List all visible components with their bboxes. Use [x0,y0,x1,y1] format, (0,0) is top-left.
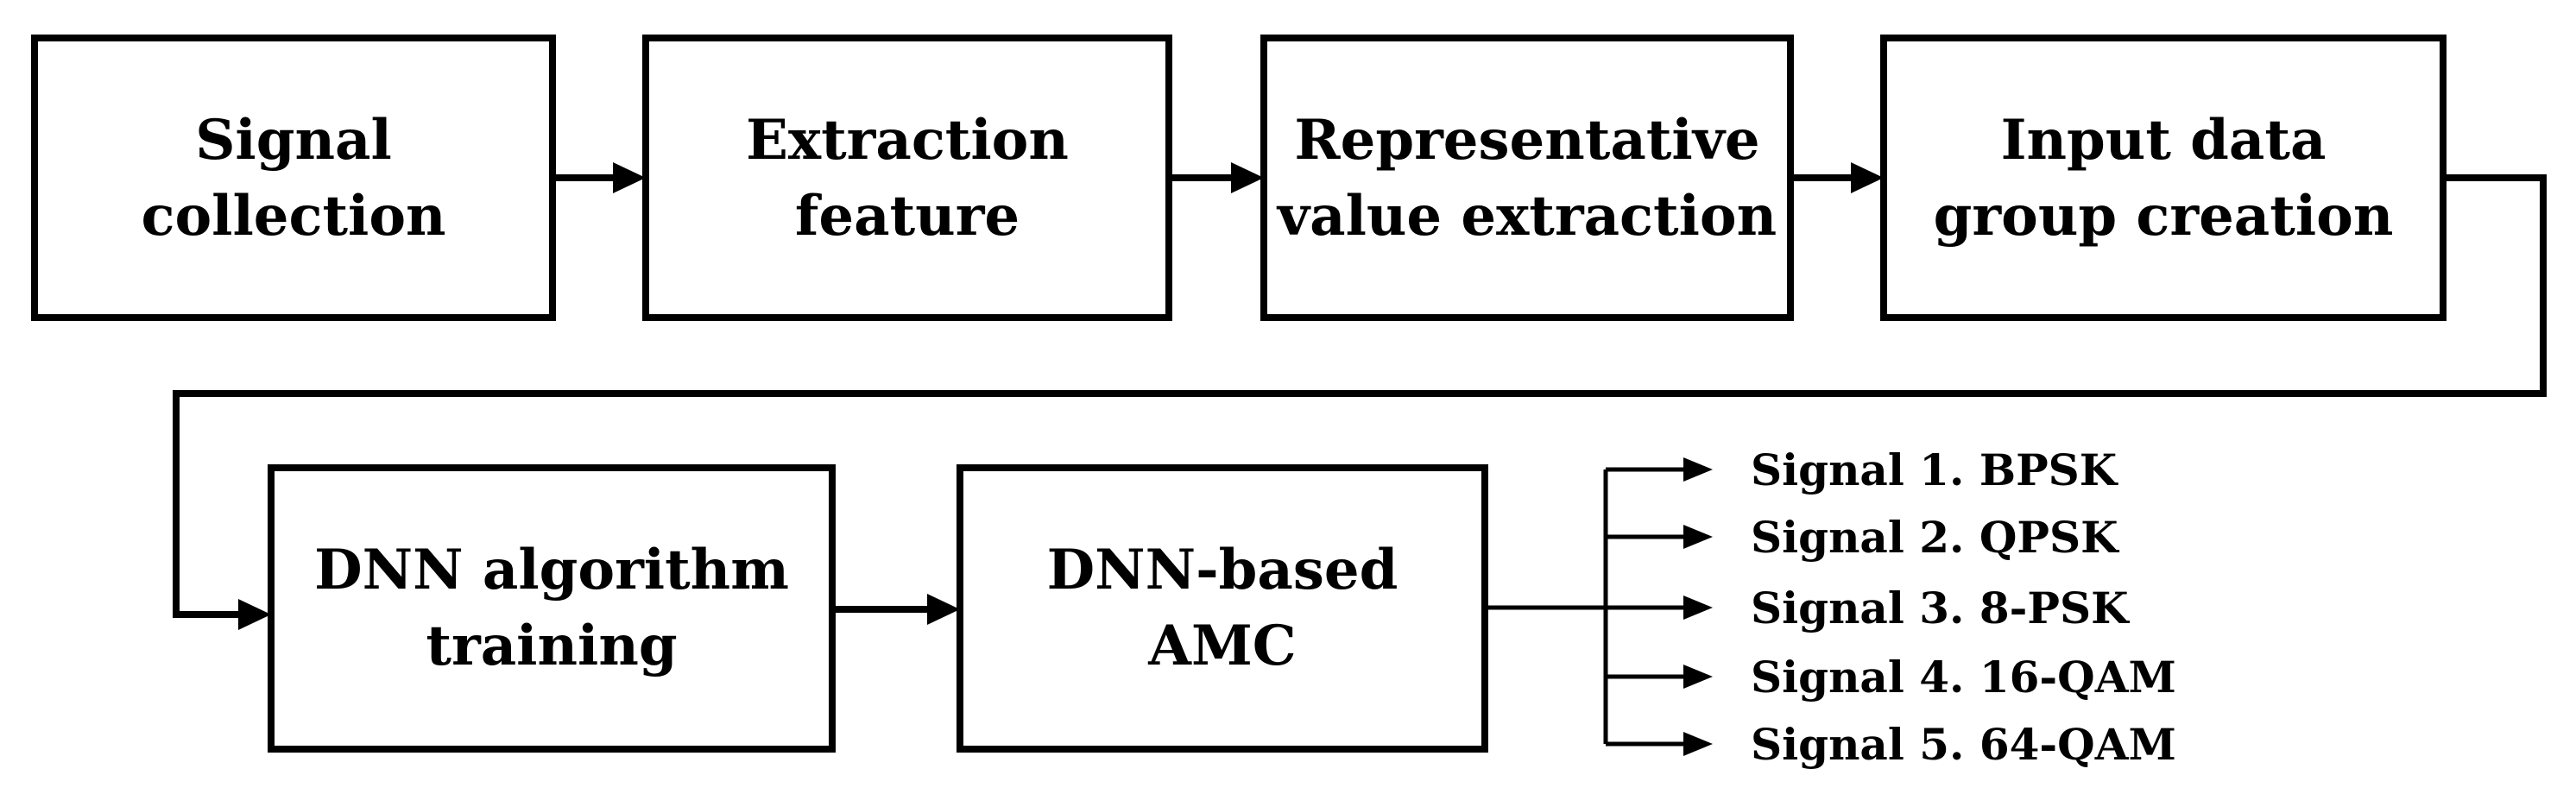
output-label-1: Signal 1. BPSK [1751,444,2118,495]
output-arrow-5 [1606,732,1713,756]
box-dnn-algorithm-training [268,464,836,753]
representative-value-extraction-line1: Representative [1294,108,1759,173]
output-label-2: Signal 2. QPSK [1751,512,2119,563]
arrow-input-to-dnn-training [173,174,2547,630]
box-dnn-based-amc [957,464,1488,753]
signal-collection-line1: Signal [195,108,392,173]
input-data-group-creation-line1: Input data [2001,108,2327,173]
dnn-based-amc-line1: DNN-based [1047,538,1398,602]
box-input-data-group-creation [1880,35,2447,321]
box-representative-value-extraction [1260,35,1794,321]
box-extraction-feature [642,35,1172,321]
arrow-representative-to-input [1790,162,1884,193]
output-label-5: Signal 5. 64-QAM [1751,719,2176,770]
dnn-algorithm-training-line1: DNN algorithm [314,538,789,602]
extraction-feature-line1: Extraction [746,108,1069,173]
input-data-group-creation-line2: group creation [1934,184,2394,249]
output-arrow-1 [1606,457,1713,482]
output-arrow-4 [1606,665,1713,689]
representative-value-extraction-line2: value extraction [1276,184,1777,249]
extraction-feature-line2: feature [795,184,1020,249]
arrow-extraction-to-representative [1169,162,1264,193]
dnn-based-amc-line2: AMC [1147,614,1296,678]
output-label-3: Signal 3. 8-PSK [1751,583,2130,633]
box-signal-collection [31,35,556,321]
amc-output-connector [1485,469,1608,744]
arrow-signal-to-extraction [552,162,646,193]
dnn-algorithm-training-line2: training [426,614,677,678]
signal-collection-line2: collection [141,184,445,249]
output-label-4: Signal 4. 16-QAM [1751,652,2176,703]
output-arrow-3 [1606,596,1713,620]
output-arrow-2 [1606,525,1713,549]
arrow-training-to-amc [832,594,960,625]
